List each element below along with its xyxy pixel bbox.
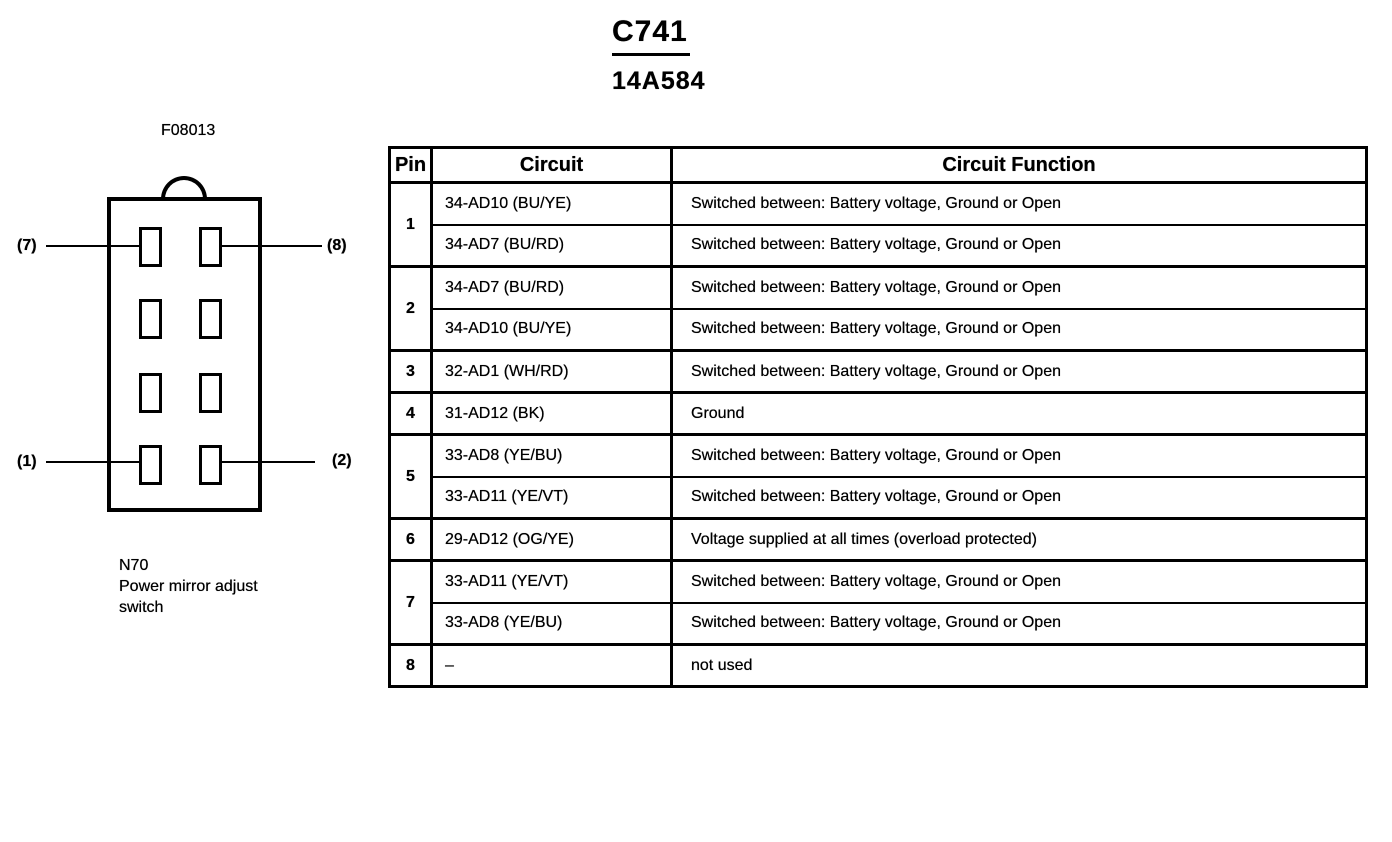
pin-callout-7: (7) (17, 237, 37, 254)
circuit-cell: 33-AD11 (YE/VT) (430, 475, 673, 520)
circuit-cell: 33-AD8 (YE/BU) (430, 601, 673, 646)
connector-pin-cavity (139, 299, 162, 339)
connector-id-title: C741 (612, 15, 690, 56)
title-block: C741 14A584 (612, 15, 706, 96)
figure-number-label: F08013 (161, 122, 216, 139)
circuit-function-cell: Switched between: Battery voltage, Groun… (670, 433, 1368, 478)
circuit-cell: 29-AD12 (OG/YE) (430, 517, 673, 562)
circuit-cell: 33-AD8 (YE/BU) (430, 433, 673, 478)
header-circuit-function: Circuit Function (670, 146, 1368, 184)
component-name-line1: Power mirror adjust (119, 578, 258, 595)
circuit-function-cell: Voltage supplied at all times (overload … (670, 517, 1368, 562)
pin-callout-8: (8) (327, 237, 347, 254)
pin-number-cell: 4 (388, 391, 433, 436)
circuit-cell: 34-AD7 (BU/RD) (430, 265, 673, 310)
circuit-function-cell: Switched between: Battery voltage, Groun… (670, 601, 1368, 646)
connector-pin-cavity (139, 373, 162, 413)
circuit-function-cell: Switched between: Battery voltage, Groun… (670, 475, 1368, 520)
connector-pin-cavity-1 (139, 445, 162, 485)
circuit-cell: 34-AD7 (BU/RD) (430, 223, 673, 268)
pin-callout-2: (2) (332, 452, 352, 469)
connector-pin-cavity (199, 299, 222, 339)
circuit-function-cell: not used (670, 643, 1368, 688)
circuit-cell: 33-AD11 (YE/VT) (430, 559, 673, 604)
leader-line-pin1 (46, 461, 139, 463)
circuit-cell: 34-AD10 (BU/YE) (430, 307, 673, 352)
pin-number-cell: 3 (388, 349, 433, 394)
pin-number-cell: 1 (388, 181, 433, 268)
circuit-cell: – (430, 643, 673, 688)
pin-number-cell: 8 (388, 643, 433, 688)
pinout-table-row: 8–not used (388, 643, 1368, 688)
connector-pin-cavity (199, 373, 222, 413)
pinout-table-row: 34-AD7 (BU/RD)Switched between: Battery … (390, 223, 1368, 268)
pinout-table-header: Pin Circuit Circuit Function (388, 146, 1368, 184)
pinout-table-row: 33-AD11 (YE/VT)Switched between: Battery… (390, 475, 1368, 520)
pin-callout-1: (1) (17, 453, 37, 470)
pin-number-cell: 6 (388, 517, 433, 562)
connector-pin-cavity-2 (199, 445, 222, 485)
component-label-block: N70 Power mirror adjust switch (119, 555, 258, 618)
header-circuit: Circuit (430, 146, 673, 184)
header-pin: Pin (388, 146, 433, 184)
leader-line-pin7 (46, 245, 139, 247)
pin-number-cell: 5 (388, 433, 433, 520)
leader-line-pin8 (222, 245, 322, 247)
pin-number-cell: 2 (388, 265, 433, 352)
connector-pin-cavity-8 (199, 227, 222, 267)
part-number-subtitle: 14A584 (612, 67, 706, 95)
circuit-cell: 31-AD12 (BK) (430, 391, 673, 436)
circuit-function-cell: Ground (670, 391, 1368, 436)
circuit-function-cell: Switched between: Battery voltage, Groun… (670, 223, 1368, 268)
pin-number-cell: 7 (388, 559, 433, 646)
circuit-cell: 34-AD10 (BU/YE) (430, 181, 673, 226)
circuit-function-cell: Switched between: Battery voltage, Groun… (670, 307, 1368, 352)
connector-body-outline (107, 197, 262, 512)
pinout-table-row: 33-AD8 (YE/BU)Switched between: Battery … (390, 601, 1368, 646)
pinout-table-row: 34-AD10 (BU/YE)Switched between: Battery… (390, 307, 1368, 352)
circuit-cell: 32-AD1 (WH/RD) (430, 349, 673, 394)
circuit-function-cell: Switched between: Battery voltage, Groun… (670, 265, 1368, 310)
component-id: N70 (119, 557, 149, 574)
circuit-function-cell: Switched between: Battery voltage, Groun… (670, 349, 1368, 394)
component-name-line2: switch (119, 599, 164, 616)
leader-line-pin2 (222, 461, 315, 463)
circuit-function-cell: Switched between: Battery voltage, Groun… (670, 181, 1368, 226)
connector-pin-cavity-7 (139, 227, 162, 267)
circuit-function-cell: Switched between: Battery voltage, Groun… (670, 559, 1368, 604)
